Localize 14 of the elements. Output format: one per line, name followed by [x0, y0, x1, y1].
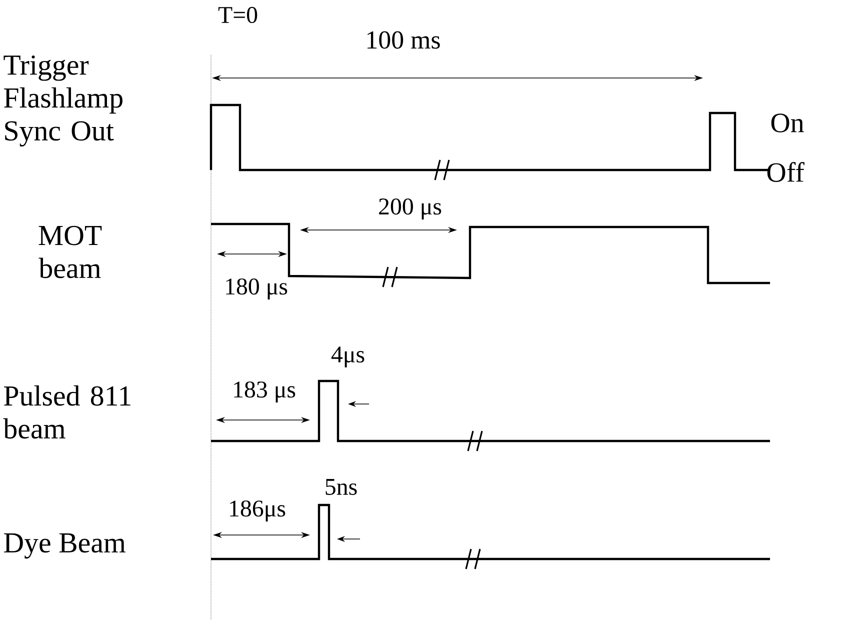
time-label: T=0 [218, 6, 258, 24]
time-label: 180 μs [226, 278, 288, 300]
signal-label: MOT beam [38, 226, 102, 278]
time-label: 5ns [326, 479, 357, 495]
state-label: On [771, 114, 804, 132]
time-label: 4μs [331, 346, 364, 368]
time-label: 100 ms [368, 31, 440, 49]
state-label: Off [767, 162, 804, 182]
signal-label: Dye Beam [4, 533, 126, 559]
time-label: 200 μs [379, 198, 442, 220]
time-label: 186μs [230, 500, 286, 522]
signal-label: Trigger Flashlamp Sync Out [4, 55, 122, 147]
time-label: 183 μs [234, 381, 296, 402]
signal-label: Pulsed 811 beam [3, 385, 130, 439]
